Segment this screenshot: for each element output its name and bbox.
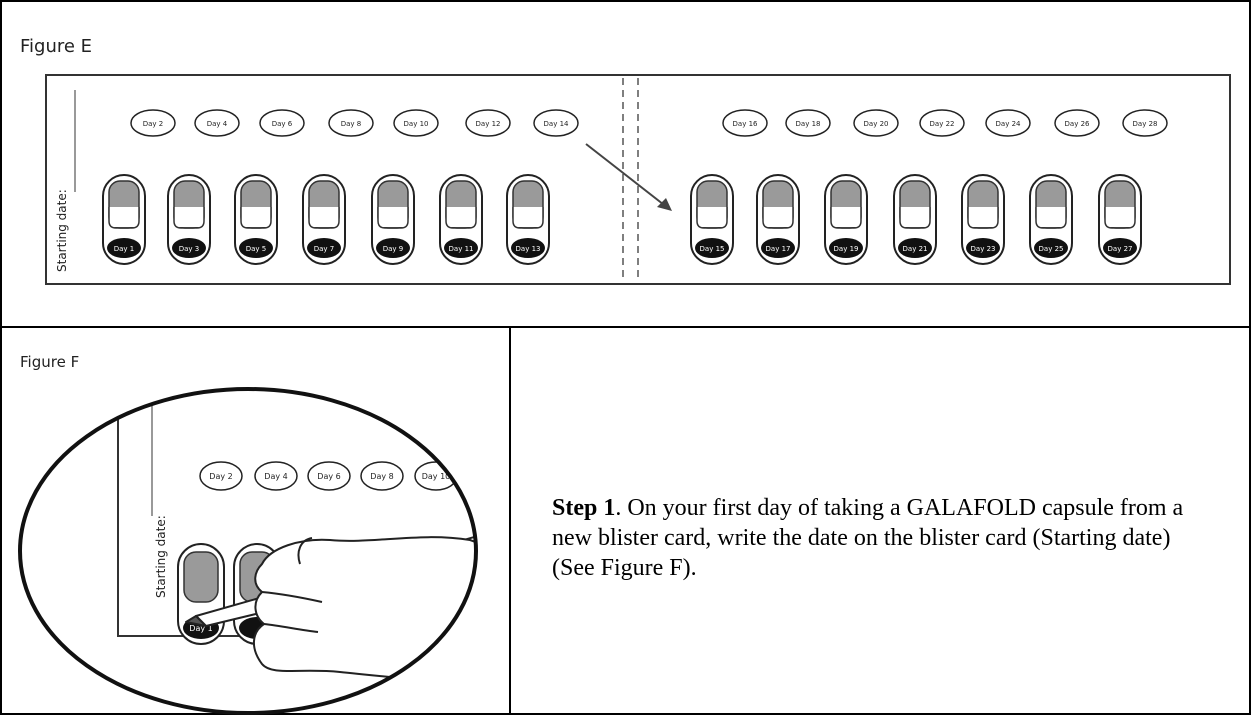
bottom-day-label: Day 9 bbox=[383, 245, 404, 253]
bottom-day-label: Day 3 bbox=[179, 245, 200, 253]
top-day-oval: Day 28 bbox=[1122, 109, 1168, 137]
top-day-labels: Day 2 Day 4 Day 6 Day 8 Day 10 Day 12 Day 14 Da… bbox=[130, 109, 1168, 137]
bottom-day-oval: Day 27 bbox=[1103, 238, 1137, 258]
bottom-day-label: Day 25 bbox=[1039, 245, 1064, 253]
zoomed-starting-date-label: Starting date: bbox=[154, 515, 168, 598]
top-day-oval: Day 22 bbox=[919, 109, 965, 137]
top-day-oval: Day 20 bbox=[853, 109, 899, 137]
step-1-label: Step 1 bbox=[552, 495, 616, 521]
top-day-label: Day 24 bbox=[996, 120, 1022, 128]
table-top-border bbox=[0, 0, 1251, 2]
bottom-day-label: Day 19 bbox=[834, 245, 859, 253]
bottom-day-label: Day 17 bbox=[766, 245, 791, 253]
step-1-text: . On your first day of taking a GALAFOLD… bbox=[552, 495, 1184, 581]
figure-e-blister-card: Starting date: Day 2 Day 4 Day 6 Day 8 Day 1… bbox=[45, 74, 1231, 285]
bottom-day-label: Day 23 bbox=[971, 245, 996, 253]
bottom-day-oval: Day 9 bbox=[376, 238, 410, 258]
zoomed-top-day-label: Day 4 bbox=[264, 472, 287, 481]
top-day-label: Day 26 bbox=[1065, 120, 1091, 128]
top-day-oval: Day 14 bbox=[533, 109, 579, 137]
bottom-day-label: Day 1 bbox=[114, 245, 135, 253]
figure-f-illustration: Starting date: Day 2 Day 4 Day 6 Day 8 Day 1… bbox=[18, 387, 478, 715]
table-row-divider bbox=[0, 326, 1251, 328]
top-day-label: Day 18 bbox=[796, 120, 821, 128]
zoomed-top-day-oval: Day 6 bbox=[307, 461, 351, 491]
top-day-oval: Day 2 bbox=[130, 109, 176, 137]
bottom-day-oval: Day 7 bbox=[307, 238, 341, 258]
top-day-oval: Day 12 bbox=[465, 109, 511, 137]
figure-f-label: Figure F bbox=[20, 353, 80, 371]
zoomed-day-1-label: Day 1 bbox=[189, 624, 212, 633]
bottom-day-labels: Day 1 Day 3 Day 5 Day 7 Day 9 Day 11 Day 13 Day… bbox=[107, 238, 1137, 258]
top-day-label: Day 28 bbox=[1133, 120, 1158, 128]
bottom-day-oval: Day 25 bbox=[1034, 238, 1068, 258]
top-day-label: Day 20 bbox=[864, 120, 889, 128]
top-day-oval: Day 26 bbox=[1054, 109, 1100, 137]
top-day-oval: Day 24 bbox=[985, 109, 1031, 137]
zoomed-top-day-label: Day 8 bbox=[370, 472, 393, 481]
zoomed-top-day-label: Day 10 bbox=[422, 472, 451, 481]
table-left-border bbox=[0, 0, 2, 715]
top-day-label: Day 2 bbox=[143, 120, 164, 128]
top-day-oval: Day 16 bbox=[722, 109, 768, 137]
zoomed-top-day-label: Day 6 bbox=[317, 472, 340, 481]
zoomed-top-day-label: Day 2 bbox=[209, 472, 232, 481]
bottom-day-oval: Day 17 bbox=[761, 238, 795, 258]
top-day-label: Day 8 bbox=[341, 120, 362, 128]
bottom-day-label: Day 27 bbox=[1108, 245, 1133, 253]
top-day-label: Day 4 bbox=[207, 120, 228, 128]
bottom-day-oval: Day 23 bbox=[966, 238, 1000, 258]
bottom-day-oval: Day 13 bbox=[511, 238, 545, 258]
zoomed-capsule-pocket-1: Day 1 bbox=[177, 543, 225, 645]
bottom-day-label: Day 21 bbox=[903, 245, 928, 253]
table-right-border bbox=[1249, 0, 1251, 715]
magnifier-circle bbox=[18, 387, 478, 715]
bottom-day-label: Day 15 bbox=[700, 245, 725, 253]
top-day-oval: Day 6 bbox=[259, 109, 305, 137]
bottom-day-oval: Day 1 bbox=[107, 238, 141, 258]
bottom-day-label: Day 11 bbox=[449, 245, 474, 253]
table-column-divider bbox=[509, 326, 511, 715]
top-day-label: Day 16 bbox=[733, 120, 759, 128]
top-day-oval: Day 8 bbox=[328, 109, 374, 137]
zoomed-top-day-labels: Day 2 Day 4 Day 6 Day 8 Day 10 bbox=[199, 461, 458, 491]
top-day-label: Day 22 bbox=[930, 120, 955, 128]
bottom-day-label: Day 5 bbox=[246, 245, 267, 253]
bottom-day-oval: Day 3 bbox=[172, 238, 206, 258]
table-bottom-border bbox=[0, 713, 1251, 715]
flow-arrow bbox=[585, 143, 669, 209]
bottom-day-oval: Day 5 bbox=[239, 238, 273, 258]
top-day-label: Day 6 bbox=[272, 120, 293, 128]
bottom-day-label: Day 7 bbox=[314, 245, 335, 253]
bottom-day-oval: Day 15 bbox=[695, 238, 729, 258]
zoomed-top-day-oval: Day 8 bbox=[360, 461, 404, 491]
bottom-day-oval: Day 21 bbox=[898, 238, 932, 258]
top-day-label: Day 14 bbox=[544, 120, 570, 128]
bottom-day-label: Day 13 bbox=[516, 245, 541, 253]
step-1-instruction: Step 1. On your first day of taking a GA… bbox=[552, 493, 1192, 583]
starting-date-label: Starting date: bbox=[55, 189, 69, 272]
top-day-oval: Day 4 bbox=[194, 109, 240, 137]
top-day-label: Day 12 bbox=[476, 120, 501, 128]
top-day-oval: Day 18 bbox=[785, 109, 831, 137]
top-day-oval: Day 10 bbox=[393, 109, 439, 137]
figure-e-label: Figure E bbox=[20, 36, 93, 57]
zoomed-top-day-oval: Day 2 bbox=[199, 461, 243, 491]
top-day-label: Day 10 bbox=[404, 120, 429, 128]
bottom-day-oval: Day 11 bbox=[444, 238, 478, 258]
bottom-day-oval: Day 19 bbox=[829, 238, 863, 258]
zoomed-top-day-oval: Day 4 bbox=[254, 461, 298, 491]
flow-arrow-head bbox=[657, 198, 672, 211]
